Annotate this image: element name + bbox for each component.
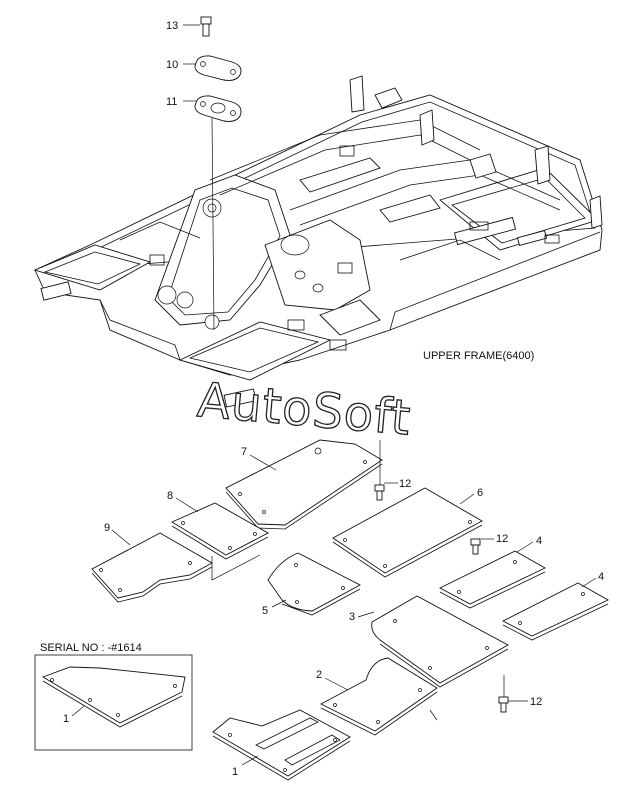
callout-8: 8 — [167, 490, 173, 502]
cover-panel-8 — [171, 502, 269, 560]
callout-13: 13 — [166, 20, 178, 32]
cover-panel-5 — [267, 552, 361, 616]
callout-9: 9 — [104, 522, 110, 534]
bolt-13 — [200, 16, 212, 37]
callout-4a: 4 — [536, 535, 542, 547]
serial-box-frame — [34, 654, 193, 751]
cover-panel-1 — [212, 709, 351, 781]
serial-label: SERIAL NO : -#1614 — [40, 642, 142, 654]
cover-panel-9 — [91, 532, 213, 603]
bolt-12a — [374, 484, 385, 501]
callout-5: 5 — [262, 605, 268, 617]
serial-inset: SERIAL NO : -#1614 1 — [34, 642, 193, 751]
callout-10: 10 — [166, 59, 178, 71]
cover-panel-4b — [502, 582, 609, 641]
callout-12c: 12 — [530, 696, 542, 708]
frame-label: UPPER FRAME(6400) — [423, 350, 534, 362]
callout-2: 2 — [316, 669, 322, 681]
callout-4b: 4 — [598, 571, 604, 583]
plate-10 — [194, 55, 242, 81]
callout-12a: 12 — [399, 478, 411, 490]
callout-12b: 12 — [496, 533, 508, 545]
upper-frame — [33, 75, 603, 408]
callout-7: 7 — [241, 446, 247, 458]
callout-6: 6 — [477, 487, 483, 499]
callout-11: 11 — [166, 96, 177, 108]
watermark-text: AutoSoft — [195, 372, 413, 446]
cover-panel-7 — [225, 439, 383, 530]
callout-1: 1 — [232, 766, 238, 778]
cover-panel-6 — [332, 487, 483, 578]
serial-callout-1: 1 — [63, 713, 69, 725]
cover-panel-4a — [439, 550, 546, 609]
callout-3: 3 — [349, 611, 355, 623]
bolt-12b — [470, 538, 481, 555]
bolt-12c — [498, 696, 509, 713]
gasket-11 — [194, 95, 242, 122]
cover-panel-3 — [371, 595, 509, 688]
cover-panel-2 — [320, 657, 438, 736]
